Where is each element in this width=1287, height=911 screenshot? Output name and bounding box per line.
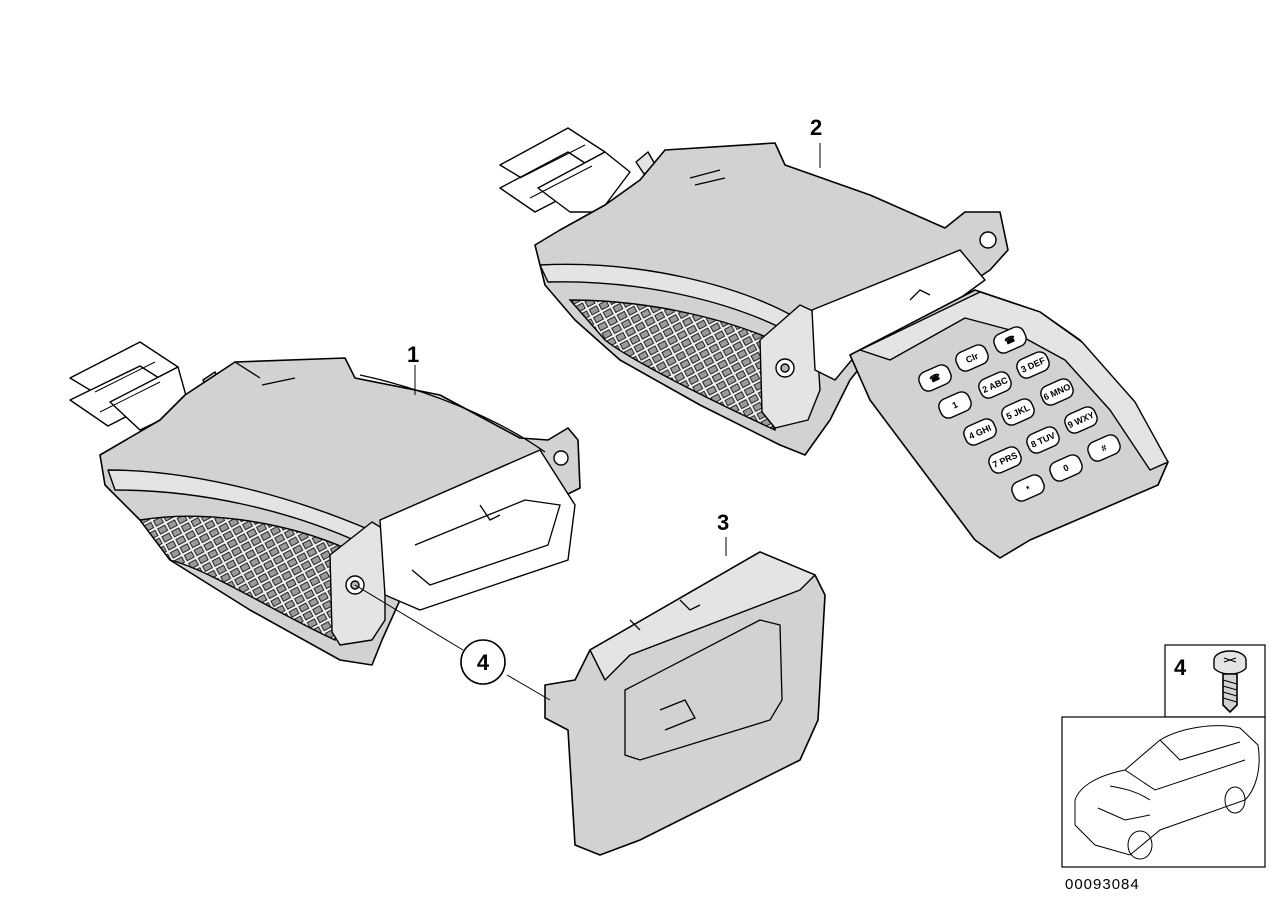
keypad-keys: ☎ Clr ☎ 1 2 ABC 3 DEF 4 GHI 5 JKL 6 MNO … xyxy=(918,326,1121,502)
screw-icon xyxy=(1213,650,1247,713)
diagram-number: 00093084 xyxy=(1065,876,1140,893)
part-2-body xyxy=(534,142,1009,456)
inset-part-4-screw: 4 xyxy=(1164,644,1266,718)
key-clr xyxy=(955,344,989,372)
inset-part-4-number: 4 xyxy=(1174,655,1187,680)
key-hash xyxy=(1087,434,1121,462)
key-4 xyxy=(963,418,997,446)
key-end xyxy=(993,326,1027,354)
callout-part-4-label: 4 xyxy=(477,650,490,675)
key-0-label: 0 xyxy=(1062,462,1071,473)
part-1-body xyxy=(99,357,581,666)
key-end-label: ☎ xyxy=(1003,333,1017,347)
callout-part-1: 1 xyxy=(407,342,419,367)
key-7 xyxy=(988,446,1022,474)
key-1 xyxy=(938,391,972,419)
key-clr-label: Clr xyxy=(964,351,980,365)
callout-part-4-circle: 4 xyxy=(460,639,506,685)
callout-part-3: 3 xyxy=(717,510,729,535)
key-hash-label: # xyxy=(1100,442,1109,453)
inset-car xyxy=(1061,716,1266,868)
key-call-label: ☎ xyxy=(928,371,942,385)
key-2 xyxy=(978,371,1012,399)
key-star-label: * xyxy=(1025,483,1033,494)
part-2-holder-keypad: ☎ Clr ☎ 1 2 ABC 3 DEF 4 GHI 5 JKL 6 MNO … xyxy=(499,127,1169,559)
car-icon xyxy=(1074,725,1260,860)
key-5 xyxy=(1001,398,1035,426)
callout-part-2: 2 xyxy=(810,115,822,140)
leader-lines xyxy=(354,143,821,701)
key-3 xyxy=(1016,351,1050,379)
key-call xyxy=(918,364,952,392)
key-8 xyxy=(1026,426,1060,454)
key-6 xyxy=(1040,378,1074,406)
part-3-cover xyxy=(544,551,826,856)
key-1-label: 1 xyxy=(951,399,960,410)
key-0 xyxy=(1049,454,1083,482)
part-1-holder xyxy=(69,341,581,666)
key-9 xyxy=(1064,406,1098,434)
part-2-clip xyxy=(499,127,657,213)
key-star xyxy=(1011,474,1045,502)
